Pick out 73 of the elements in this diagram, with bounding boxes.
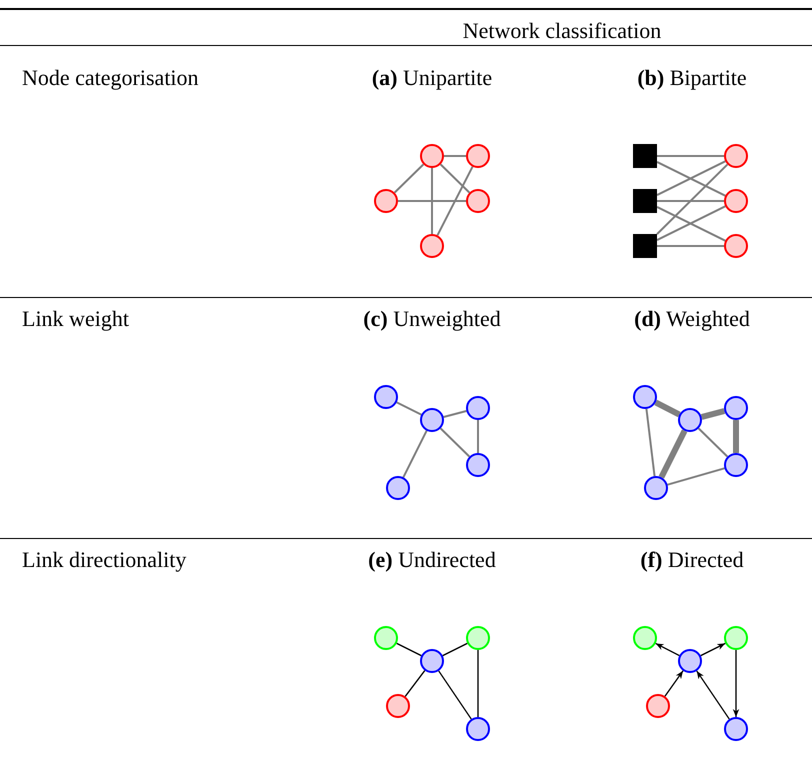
link-line [436, 166, 474, 236]
network-node-circle [374, 626, 398, 650]
link-line [477, 420, 479, 453]
network-node-circle [420, 144, 444, 168]
link-line [431, 168, 433, 234]
link-line [442, 642, 468, 656]
network-node-circle [724, 396, 748, 420]
link-line [443, 410, 467, 418]
network-node-circle [466, 189, 490, 213]
network-node-circle [420, 234, 444, 258]
network-node-circle [420, 649, 444, 673]
network-node-circle [724, 626, 748, 650]
network-node-circle [633, 626, 657, 650]
link-line [657, 200, 724, 202]
link-line [396, 642, 422, 656]
network-node-circle [678, 408, 702, 432]
link-line [440, 428, 470, 458]
link-line [645, 408, 656, 476]
link-line [394, 164, 424, 194]
network-node-circle [724, 234, 748, 258]
network-node-circle [386, 476, 410, 500]
link-line [656, 164, 728, 235]
row-heading: Link weight [22, 306, 129, 332]
link-line [398, 200, 466, 202]
network-node-circle [374, 189, 398, 213]
link-line [733, 420, 739, 453]
network-node-square [633, 189, 657, 213]
link-line [444, 155, 466, 157]
panel-title: (d) Weighted [634, 306, 750, 332]
link-line [698, 428, 728, 458]
link-line [438, 670, 472, 720]
network-node-circle [644, 476, 668, 500]
network-node-circle [466, 717, 490, 741]
network-node-square [633, 234, 657, 258]
network-node-circle [678, 649, 702, 673]
network-node-circle [724, 189, 748, 213]
column-heading: Network classification [462, 18, 662, 44]
network-node-circle [466, 626, 490, 650]
row-heading: Node categorisation [22, 65, 199, 91]
link-line [657, 245, 724, 247]
link-line [402, 430, 428, 478]
link-line [404, 670, 426, 697]
link-line [700, 408, 726, 420]
network-node-circle [646, 694, 670, 718]
arrow [655, 642, 680, 656]
panel-title: (b) Bipartite [637, 65, 747, 91]
link-line [396, 401, 422, 416]
arrow [664, 670, 684, 697]
network-node-circle [386, 694, 410, 718]
link-line [658, 429, 688, 479]
link-line [667, 467, 725, 486]
network-node-circle [420, 408, 444, 432]
network-node-circle [466, 144, 490, 168]
network-node-circle [633, 385, 657, 409]
link-line [440, 164, 470, 194]
arrow [732, 650, 740, 717]
panel-title: (f) Directed [640, 547, 744, 573]
network-node-square [633, 144, 657, 168]
arrow [696, 670, 730, 720]
panel-title: (e) Undirected [368, 547, 496, 573]
panel-title: (c) Unweighted [363, 306, 501, 332]
arrow [700, 642, 726, 656]
network-node-circle [724, 453, 748, 477]
panel-title: (a) Unipartite [372, 65, 492, 91]
network-node-circle [724, 717, 748, 741]
network-node-circle [466, 453, 490, 477]
link-line [477, 650, 479, 717]
network-node-circle [374, 385, 398, 409]
network-node-circle [724, 144, 748, 168]
link-line [657, 155, 724, 157]
row-heading: Link directionality [22, 547, 186, 573]
network-node-circle [466, 396, 490, 420]
link-line [654, 400, 681, 418]
